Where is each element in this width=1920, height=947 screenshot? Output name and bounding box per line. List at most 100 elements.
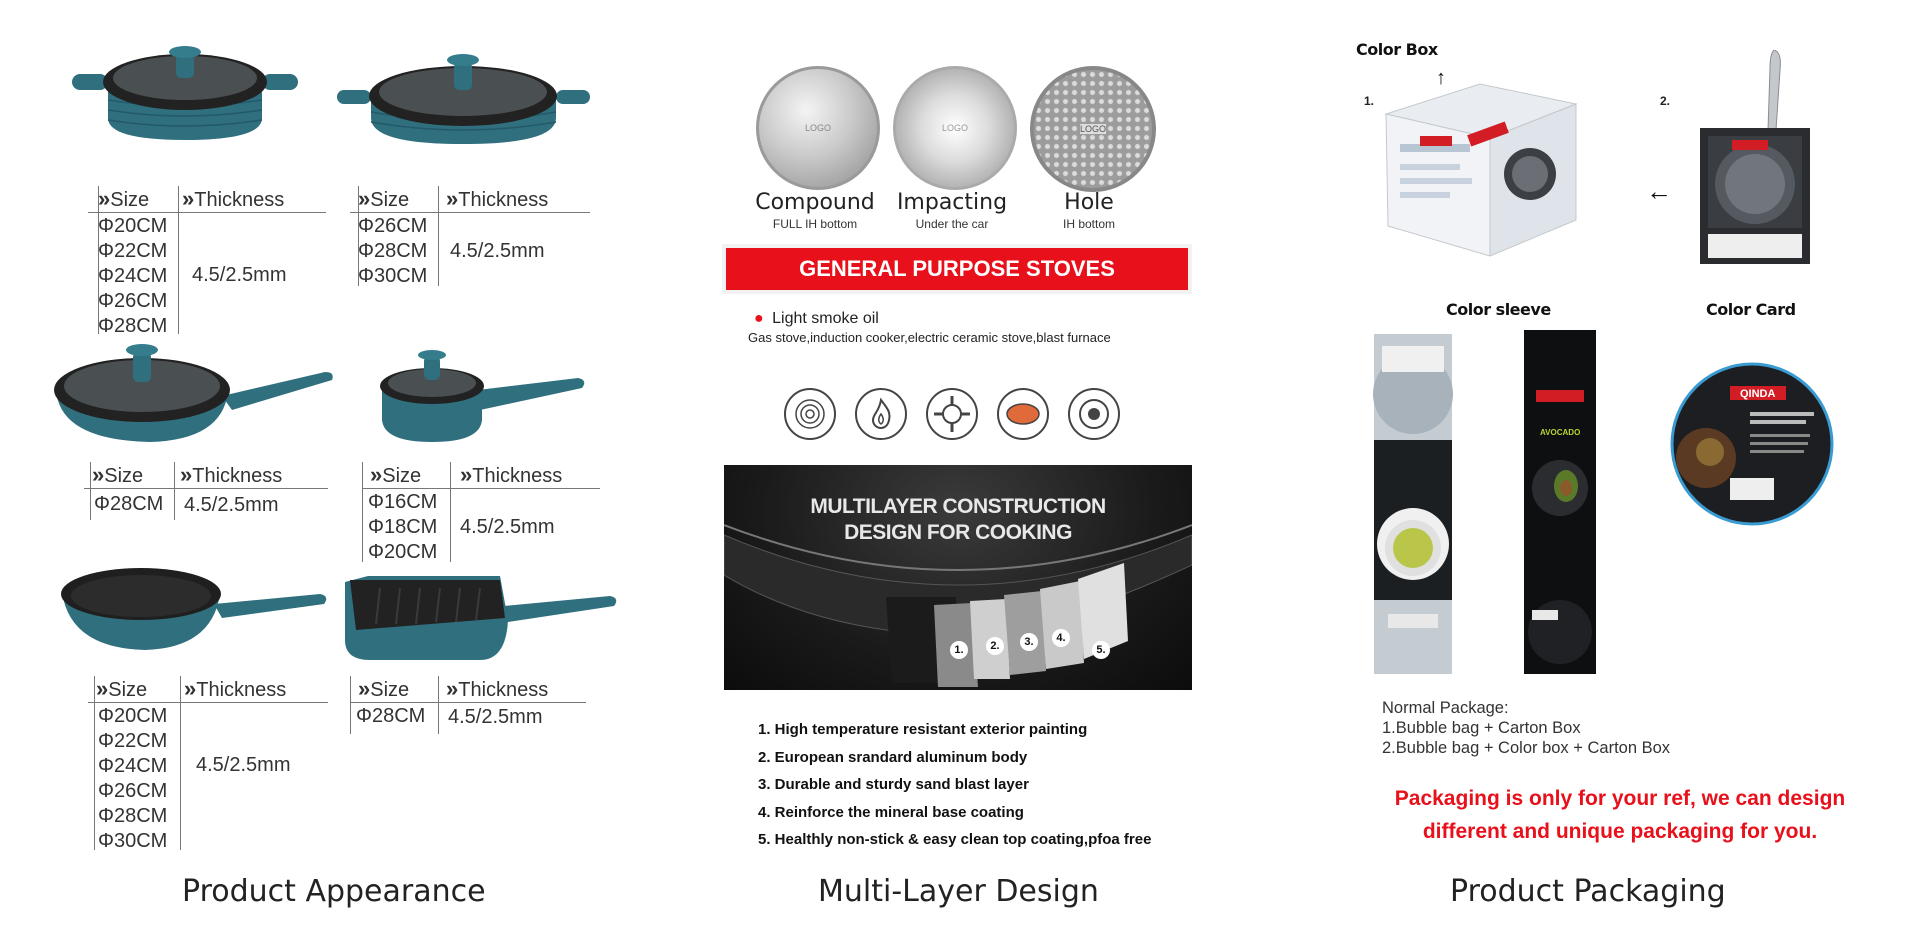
- spec-table-6: »Size »Thickness Φ28CM 4.5/2.5mm: [350, 676, 586, 734]
- divider: [450, 462, 451, 562]
- induction-coil-icon: [784, 388, 836, 440]
- package-number-2: 2.: [1660, 94, 1671, 108]
- bottom-label-impacting: Impacting Under the car: [896, 190, 1008, 231]
- size-header: »Size: [358, 676, 410, 701]
- list-item: 2. European srandard aluminum body: [758, 748, 1028, 766]
- bottom-label-compound: Compound FULL IH bottom: [755, 190, 875, 231]
- size-header: »Size: [96, 676, 148, 701]
- product-illustrations: [54, 46, 617, 660]
- list-item: 3. Durable and sturdy sand blast layer: [758, 776, 1029, 793]
- divider: [90, 462, 91, 520]
- size-header: »Size: [358, 186, 410, 211]
- thickness-value: 4.5/2.5mm: [448, 706, 543, 728]
- sleeve-avocado-label: AVOCADO: [1540, 428, 1581, 437]
- saute-pan-image: [54, 344, 333, 442]
- compound-bottom-disc: LOGO: [756, 66, 880, 190]
- ceramic-hob-icon: [997, 388, 1049, 440]
- left-arrow-icon: ←: [1646, 176, 1672, 206]
- color-sleeve-black-image: [1524, 330, 1596, 674]
- bottom-label-hole: Hole IH bottom: [1062, 190, 1116, 231]
- bullet-dot-icon: ●: [754, 310, 764, 327]
- divider: [98, 186, 99, 334]
- list-item: 5. Healthly non-stick & easy clean top c…: [758, 831, 1152, 848]
- divider: [88, 212, 326, 213]
- divider: [350, 212, 590, 213]
- construction-title-line2: DESIGN FOR COOKING: [844, 521, 1072, 544]
- color-card-label: Color Card: [1706, 300, 1796, 319]
- caption-multi-layer-design: Multi-Layer Design: [818, 874, 1099, 909]
- low-casserole-image: [337, 54, 590, 144]
- normal-package-info: Normal Package: 1.Bubble bag + Carton Bo…: [1382, 699, 1671, 757]
- oil-bullet: ● Light smoke oil: [754, 310, 879, 327]
- thickness-header: »Thickness: [460, 462, 563, 487]
- stove-types-text: Gas stove,induction cooker,electric cera…: [748, 330, 1111, 345]
- thickness-header: »Thickness: [182, 186, 285, 211]
- size-list: Φ28CM: [356, 705, 426, 727]
- size-list: Φ28CM: [94, 493, 164, 515]
- thickness-header: »Thickness: [184, 676, 287, 701]
- divider: [180, 676, 181, 850]
- layer-marker-5: 5.: [1092, 641, 1110, 659]
- layer-marker-4: 4.: [1052, 629, 1070, 647]
- casserole-pot-image: [72, 46, 298, 140]
- divider: [350, 702, 586, 703]
- layer-marker-3: 3.: [1020, 633, 1038, 651]
- list-item: 1. High temperature resistant exterior p…: [758, 721, 1088, 738]
- divider: [350, 676, 351, 734]
- caption-product-packaging: Product Packaging: [1450, 874, 1726, 909]
- color-card-image: [1670, 362, 1834, 526]
- impacting-bottom-disc: LOGO: [893, 66, 1017, 190]
- thickness-value: 4.5/2.5mm: [450, 240, 545, 262]
- divider: [438, 186, 439, 286]
- thickness-value: 4.5/2.5mm: [460, 516, 555, 538]
- color-sleeve-grey-image: [1373, 334, 1453, 674]
- gas-burner-icon: [926, 388, 978, 440]
- up-arrow-icon: ↑: [1436, 67, 1446, 89]
- list-item: 4. Reinforce the mineral base coating: [758, 803, 1024, 821]
- size-header: »Size: [370, 462, 422, 487]
- package-number-1: 1.: [1364, 94, 1375, 108]
- layer-marker-2: 2.: [986, 637, 1004, 655]
- construction-title-line1: MULTILAYER CONSTRUCTION: [810, 495, 1106, 518]
- spec-table-3: »Size »Thickness Φ28CM 4.5/2.5mm: [84, 462, 328, 520]
- size-header: »Size: [92, 462, 144, 487]
- divider: [362, 462, 363, 562]
- size-header: »Size: [98, 186, 150, 211]
- divider: [178, 186, 179, 334]
- thickness-header: »Thickness: [446, 186, 549, 211]
- saucepan-image: [380, 350, 585, 442]
- color-sleeve-label: Color sleeve: [1446, 300, 1551, 319]
- divider: [362, 488, 600, 489]
- multilayer-pan-illustration: MULTILAYER CONSTRUCTION DESIGN FOR COOKI…: [724, 465, 1192, 690]
- stoves-banner: GENERAL PURPOSE STOVES: [726, 248, 1188, 290]
- electric-plate-icon: [1068, 388, 1120, 440]
- thickness-value: 4.5/2.5mm: [196, 754, 291, 776]
- hole-bottom-disc: LOGO: [1030, 66, 1156, 192]
- packaging-note: Packaging is only for your ref, we can d…: [1394, 787, 1846, 843]
- layer-marker-1: 1.: [950, 641, 968, 659]
- feature-list: 1. High temperature resistant exterior p…: [758, 716, 1151, 854]
- thickness-header: »Thickness: [180, 462, 283, 487]
- fry-pan-image: [61, 568, 327, 650]
- divider: [94, 676, 95, 850]
- gas-flame-icon: [855, 388, 907, 440]
- card-brand-logo: QINDA: [1740, 388, 1776, 400]
- caption-product-appearance: Product Appearance: [182, 874, 486, 909]
- boxed-pan-image: [1700, 50, 1810, 264]
- color-box-label: Color Box: [1356, 40, 1438, 59]
- divider: [84, 488, 328, 489]
- divider: [438, 676, 439, 734]
- thickness-header: »Thickness: [446, 676, 549, 701]
- thickness-value: 4.5/2.5mm: [184, 494, 279, 516]
- grill-pan-image: [345, 576, 617, 660]
- divider: [88, 702, 328, 703]
- thickness-value: 4.5/2.5mm: [192, 264, 287, 286]
